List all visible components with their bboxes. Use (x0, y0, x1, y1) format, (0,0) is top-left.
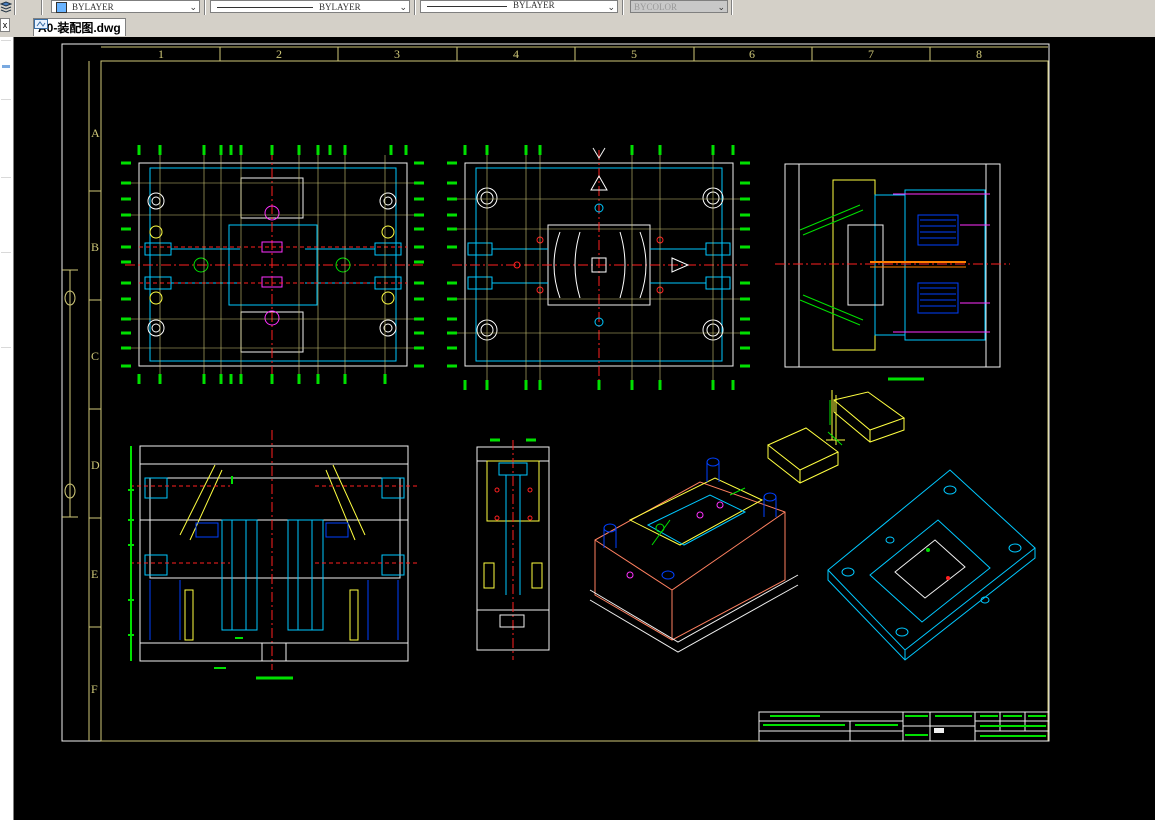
color-swatch-icon (56, 2, 67, 13)
view-side-section (775, 163, 1010, 381)
document-tab[interactable]: A0-装配图.dwg (33, 18, 126, 36)
view-mold-plate-isometric (827, 469, 1036, 661)
palette-divider (1, 252, 11, 253)
toolbar-separator (622, 0, 624, 15)
palette-handle-icon[interactable] (2, 65, 10, 68)
toolbar-separator (204, 0, 206, 15)
toolbar-separator (14, 0, 16, 15)
binding-margin-marks (62, 269, 78, 518)
title-block (758, 711, 1050, 742)
linetype-dropdown[interactable]: BYLAYER ⌄ (210, 0, 410, 13)
plotstyle-dropdown: BYCOLOR ⌄ (630, 0, 728, 13)
left-tool-palette (0, 37, 14, 820)
properties-toolbar: BYLAYER ⌄ BYLAYER ⌄ BYLAYER ⌄ BYCOLOR ⌄ (0, 0, 1155, 16)
layer-color-dropdown[interactable]: BYLAYER ⌄ (51, 0, 200, 13)
row-label: A (91, 126, 100, 140)
chevron-down-icon: ⌄ (399, 2, 407, 12)
column-label: 8 (976, 47, 982, 61)
column-label: 4 (513, 47, 519, 61)
cad-drawing: 1 2 3 4 5 6 7 8 A B C D E F (61, 43, 1050, 742)
column-labels: 1 2 3 4 5 6 7 8 (158, 47, 982, 61)
toolbar-separator (414, 0, 416, 15)
row-label: F (91, 682, 98, 696)
column-label: 3 (394, 47, 400, 61)
drawing-canvas[interactable]: 1 2 3 4 5 6 7 8 A B C D E F (14, 37, 1155, 820)
column-label: 2 (276, 47, 282, 61)
plotstyle-value: BYCOLOR (634, 2, 678, 12)
sheet-outer-frame (61, 43, 1050, 742)
view-top-plan (121, 145, 424, 384)
linetype-value: BYLAYER (319, 2, 361, 12)
lineweight-value: BYLAYER (513, 0, 555, 10)
palette-divider (1, 347, 11, 348)
column-label: 6 (749, 47, 755, 61)
palette-divider (1, 177, 11, 178)
view-isometric-assembly (589, 457, 799, 653)
palette-divider (1, 40, 11, 41)
row-labels: A B C D E F (91, 126, 100, 696)
column-ruler-ticks (101, 46, 1048, 61)
close-panel-button[interactable]: x (0, 18, 10, 32)
view-narrow-section (476, 438, 550, 660)
row-label: B (91, 240, 99, 254)
lineweight-dropdown[interactable]: BYLAYER ⌄ (420, 0, 618, 13)
row-label: E (91, 567, 98, 581)
toolbar-separator (731, 0, 733, 15)
view-product-part (767, 390, 906, 484)
toolbar-separator (41, 0, 43, 15)
linetype-preview-icon (217, 7, 313, 8)
layer-color-value: BYLAYER (72, 2, 114, 12)
layers-icon[interactable] (0, 0, 12, 14)
palette-divider (1, 99, 11, 100)
view-cavity-plan (447, 145, 750, 390)
row-label: D (91, 458, 100, 472)
column-label: 1 (158, 47, 164, 61)
document-tab-title: A0-装配图.dwg (38, 21, 121, 35)
row-ruler-ticks (88, 61, 101, 741)
column-label: 5 (631, 47, 637, 61)
document-tab-bar: A0-装配图.dwg (0, 15, 1155, 38)
dwg-file-icon (34, 19, 48, 29)
close-icon: x (2, 20, 8, 30)
view-front-section (128, 430, 418, 680)
chevron-down-icon: ⌄ (717, 2, 725, 12)
chevron-down-icon: ⌄ (607, 2, 615, 12)
chevron-down-icon: ⌄ (189, 2, 197, 12)
lineweight-preview-icon (427, 6, 507, 7)
row-label: C (91, 349, 99, 363)
column-label: 7 (868, 47, 874, 61)
